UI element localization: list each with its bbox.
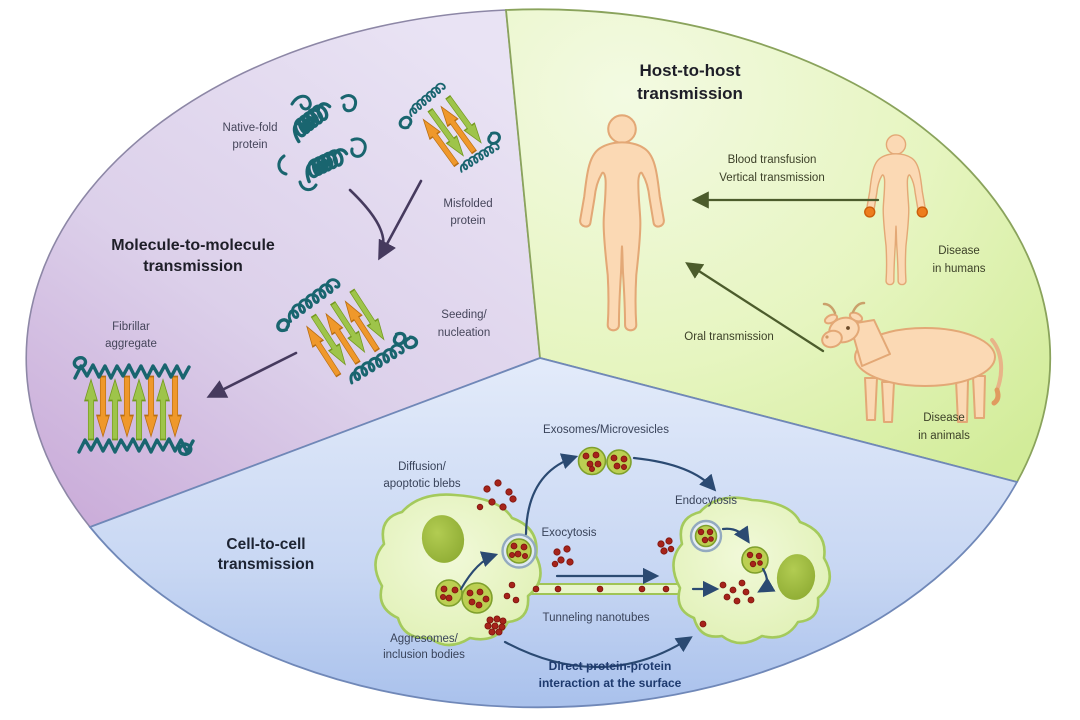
oral-transmission-label: Oral transmission	[684, 331, 773, 343]
diseased-hand-left	[864, 206, 876, 218]
diffusion-label-line1: Diffusion/	[398, 461, 447, 473]
vesicle-release-arrow	[757, 567, 776, 593]
seeding-to-fibrillar-arrow	[206, 351, 298, 398]
fibrillar-label-line2: aggregate	[105, 338, 157, 350]
exocytosis-label: Exocytosis	[542, 527, 597, 539]
direct-interaction-label-line1: Direct protein-protein	[549, 659, 672, 673]
native-fold-label-line1: Native-fold	[223, 122, 278, 134]
tunneling-label: Tunneling nanotubes	[543, 612, 650, 624]
misfolded-to-seeding-arrow	[378, 179, 423, 261]
disease-humans-label-line2: in humans	[932, 263, 985, 275]
diffusion-dots	[476, 479, 517, 511]
aggresomes-label-line2: inclusion bodies	[383, 649, 465, 661]
endocytosis-vesicle	[689, 519, 723, 553]
molecule-title-line2: transmission	[143, 258, 243, 275]
approaching-dots	[657, 537, 675, 555]
donor-cell-nucleus	[421, 515, 465, 563]
direct-contact-arrow	[503, 636, 693, 669]
cow-nostril	[825, 335, 829, 339]
vesicle-to-membrane-arrow	[459, 551, 499, 591]
cow-icon	[821, 301, 1004, 423]
exosome-to-endocytosis-arrow	[632, 456, 717, 492]
host-sector-content: Host-to-host transmission Blood transfus…	[579, 61, 1004, 442]
fibrillar-label-line1: Fibrillar	[112, 321, 150, 333]
direct-interaction-label-line2: interaction at the surface	[539, 676, 682, 690]
cell-title-line2: transmission	[218, 556, 314, 573]
cell-sector-content: Cell-to-cell transmission	[218, 424, 832, 690]
endosome-traffic-arrow	[721, 525, 750, 544]
exocytosis-vesicle	[501, 533, 537, 569]
endocytosis-label: Endocytosis	[675, 495, 737, 507]
nanotube-dots	[503, 581, 670, 604]
recipient-vesicle	[741, 546, 769, 574]
aggresome-cluster-icon	[484, 615, 507, 636]
misfolded-label-line2: protein	[450, 215, 485, 227]
seeding-label-line1: Seeding/	[441, 309, 487, 321]
donor-vesicles	[435, 579, 493, 614]
cow-eye	[846, 326, 850, 330]
exocytosis-to-exosome-arrow	[524, 453, 579, 536]
aggresomes-label-line1: Aggresomes/	[390, 633, 459, 645]
molecule-title-line1: Molecule-to-molecule	[111, 237, 275, 254]
disease-animals-label-line1: Disease	[923, 412, 965, 424]
sector-molecule-to-molecule	[25, 9, 541, 528]
disease-humans-label-line1: Disease	[938, 245, 980, 257]
blood-transfusion-label-line2: Vertical transmission	[719, 172, 824, 184]
host-title-line1: Host-to-host	[639, 61, 740, 80]
recipient-cell-nucleus	[776, 554, 816, 600]
released-dots	[551, 545, 574, 568]
seeding-label-line2: nucleation	[438, 327, 490, 339]
cow-horns	[822, 301, 866, 315]
diseased-hand-right	[916, 206, 928, 218]
recipient-cytosol-dots	[699, 579, 755, 628]
misfolded-label-line1: Misfolded	[443, 198, 492, 210]
native-fold-label-line2: protein	[232, 139, 267, 151]
cow-muzzle	[821, 329, 843, 349]
disease-animals-label-line2: in animals	[918, 430, 970, 442]
exosome-icons	[577, 446, 632, 476]
cell-title-line1: Cell-to-cell	[226, 536, 305, 553]
host-title-line2: transmission	[637, 84, 743, 103]
exosomes-label: Exosomes/Microvesicles	[543, 424, 669, 436]
molecule-sector-content: Molecule-to-molecule transmission Native…	[71, 80, 502, 459]
blood-transfusion-label-line1: Blood transfusion	[728, 154, 817, 166]
human-diseased-icon	[864, 134, 928, 286]
donor-cell	[374, 493, 542, 647]
native-protein-icon	[277, 94, 367, 191]
diffusion-label-line2: apoptotic blebs	[383, 478, 461, 490]
animal-to-human-arrow	[685, 262, 825, 353]
cow-tail	[990, 338, 1004, 392]
